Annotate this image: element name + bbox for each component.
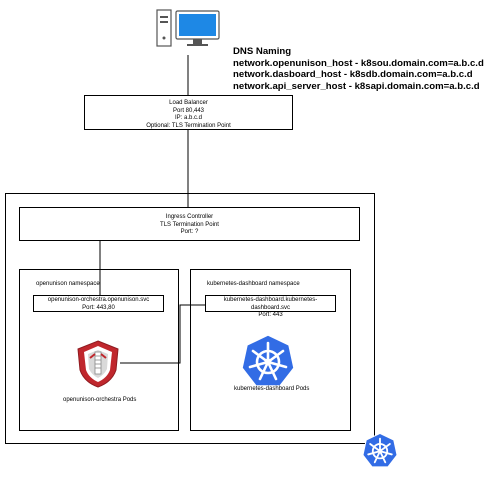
dns-title: DNS Naming <box>233 46 292 57</box>
dashboard-namespace-label: kubernetes-dashboard namespace <box>207 281 300 287</box>
kubernetes-cluster-icon <box>362 432 398 468</box>
ingress-title: Ingress Controller <box>165 214 214 220</box>
load-balancer-port: Port 80,443 <box>172 107 205 114</box>
dashboard-pods-label: kubernetes-dashboard Pods <box>234 386 310 392</box>
ingress-port: Port: ? <box>180 229 199 235</box>
openunison-logo-icon <box>77 340 119 388</box>
dashboard-service-port: Port: 443 <box>258 312 283 318</box>
kubernetes-cluster-box <box>5 193 375 444</box>
dns-line-openunison: network.openunison_host - k8sou.domain.c… <box>233 57 484 69</box>
openunison-namespace-box <box>19 269 179 431</box>
dns-line-api-server: network.api_server_host - k8sapi.domain.… <box>233 80 480 92</box>
load-balancer-title: Load Balancer <box>169 100 208 106</box>
ingress-tls: TLS Termination Point <box>160 221 219 228</box>
connector-lines <box>99 55 205 364</box>
load-balancer-tls: Optional: TLS Termination Point <box>146 122 231 129</box>
line-openunison-to-dashboard <box>120 304 205 364</box>
dns-naming-block: DNS Naming network.openunison_host - k8s… <box>233 46 484 92</box>
dns-line-dashboard: network.dasboard_host - k8sdb.domain.com… <box>233 69 473 80</box>
load-balancer-box: Load Balancer Port 80,443 IP: a.b.c.d Op… <box>84 95 293 130</box>
openunison-pods-label: openunison-orchestra Pods <box>63 397 137 403</box>
dashboard-namespace-box <box>190 269 351 431</box>
openunison-service-box: openunison-orchestra.openunison.svc Port… <box>33 295 164 312</box>
openunison-namespace-label: openunison namespace <box>36 281 100 287</box>
load-balancer-ip: IP: a.b.c.d <box>174 115 202 121</box>
openunison-service-port: Port: 443,80 <box>82 304 115 311</box>
ingress-controller-box: Ingress Controller TLS Termination Point… <box>19 207 360 241</box>
dashboard-service-name: kubernetes-dashboard.kubernetes-dashboar… <box>223 297 318 311</box>
dashboard-service-box: kubernetes-dashboard.kubernetes-dashboar… <box>205 295 336 318</box>
kubernetes-logo-icon <box>241 334 295 387</box>
openunison-service-name: openunison-orchestra.openunison.svc <box>47 297 150 303</box>
computer-icon <box>156 9 220 47</box>
